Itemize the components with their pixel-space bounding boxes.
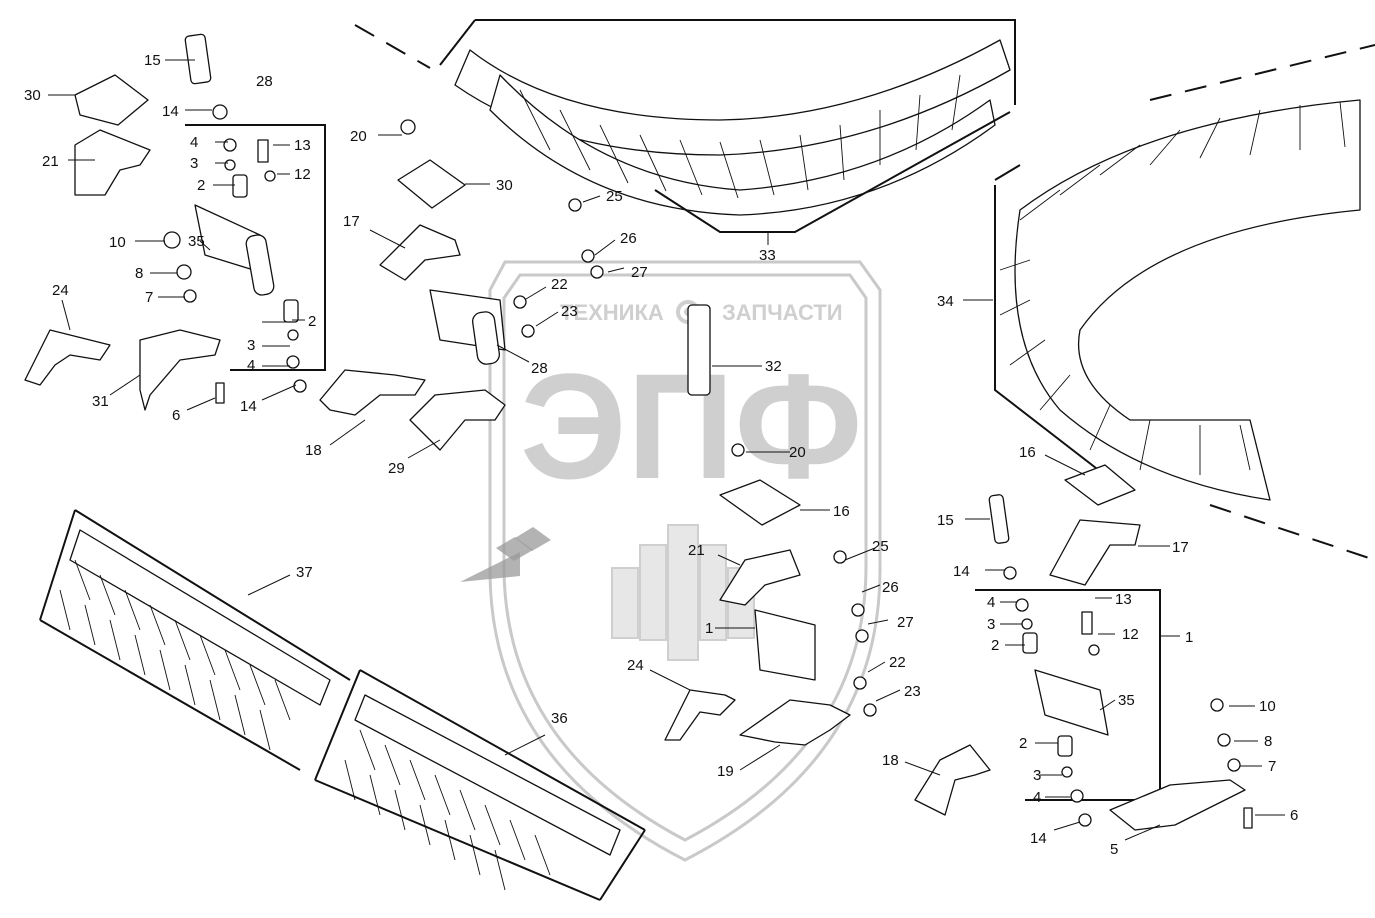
- callout-28: 28: [256, 73, 273, 90]
- direction-arrow: [460, 527, 551, 582]
- callout-17: 17: [343, 213, 360, 230]
- callout-32: 32: [765, 358, 782, 375]
- callout-30-center: 30: [496, 177, 513, 194]
- callout-2-right-lower: 2: [1019, 735, 1027, 752]
- center-left-assembly: [319, 119, 711, 451]
- leader-lines: [48, 59, 1285, 841]
- callout-8-right: 8: [1264, 733, 1272, 750]
- watermark-buildings: [611, 524, 755, 661]
- callout-25-center: 25: [872, 538, 889, 555]
- callout-27: 27: [631, 264, 648, 281]
- callout-36: 36: [551, 710, 568, 727]
- callout-2-right: 2: [991, 637, 999, 654]
- callout-21-center: 21: [688, 542, 705, 559]
- callout-6: 6: [172, 407, 180, 424]
- callout-7-right: 7: [1268, 758, 1276, 775]
- callout-16-center: 16: [833, 503, 850, 520]
- callout-22-center: 22: [889, 654, 906, 671]
- watermark: ТЕХНИКА ЗАПЧАСТИ ЭПФ: [460, 260, 882, 862]
- callout-29: 29: [388, 460, 405, 477]
- callout-labels: 15 30 28 14 4 13 3 12 2 21 20 30 25 26 1…: [24, 52, 1298, 858]
- callout-24-center: 24: [627, 657, 644, 674]
- callout-34: 34: [937, 293, 954, 310]
- callout-23: 23: [561, 303, 578, 320]
- callout-14-right-lower: 14: [1030, 830, 1047, 847]
- callout-30: 30: [24, 87, 41, 104]
- callout-33: 33: [759, 247, 776, 264]
- knife-bar-36: [314, 669, 646, 901]
- callout-3: 3: [190, 155, 198, 172]
- callout-3-right: 3: [987, 616, 995, 633]
- callout-4: 4: [190, 134, 198, 151]
- callout-24: 24: [52, 282, 69, 299]
- callout-8: 8: [135, 265, 143, 282]
- callout-31: 31: [92, 393, 109, 410]
- callout-14-right: 14: [953, 563, 970, 580]
- callout-37: 37: [296, 564, 313, 581]
- callout-20-center: 20: [789, 444, 806, 461]
- callout-35-right: 35: [1118, 692, 1135, 709]
- knife-arc-top: [354, 19, 1016, 245]
- callout-10-right: 10: [1259, 698, 1276, 715]
- left-assembly: [24, 33, 326, 411]
- callout-28-center: 28: [531, 360, 548, 377]
- knife-bar-37: [39, 509, 351, 771]
- callout-7: 7: [145, 289, 153, 306]
- callout-1-center: 1: [705, 620, 713, 637]
- callout-12: 12: [294, 166, 311, 183]
- callout-14: 14: [162, 103, 179, 120]
- callout-3-lower: 3: [247, 337, 255, 354]
- callout-26-center: 26: [882, 579, 899, 596]
- callout-23-center: 23: [904, 683, 921, 700]
- callout-3-right-lower: 3: [1033, 767, 1041, 784]
- callout-6-right: 6: [1290, 807, 1298, 824]
- callout-35: 35: [188, 233, 205, 250]
- callout-15-right: 15: [937, 512, 954, 529]
- callout-5: 5: [1110, 841, 1118, 858]
- callout-4-right: 4: [987, 594, 995, 611]
- watermark-left-word: ТЕХНИКА: [560, 300, 664, 325]
- callout-14-lower: 14: [240, 398, 257, 415]
- callout-21: 21: [42, 153, 59, 170]
- callout-15: 15: [144, 52, 161, 69]
- callout-4-right-lower: 4: [1033, 789, 1041, 806]
- callout-13-right: 13: [1115, 591, 1132, 608]
- callout-18-right: 18: [882, 752, 899, 769]
- callout-2-lower: 2: [308, 313, 316, 330]
- callout-10: 10: [109, 234, 126, 251]
- callout-27-center: 27: [897, 614, 914, 631]
- callout-20: 20: [350, 128, 367, 145]
- callout-1-right: 1: [1185, 629, 1193, 646]
- callout-13: 13: [294, 137, 311, 154]
- knife-arc-right: [963, 44, 1375, 561]
- callout-2: 2: [197, 177, 205, 194]
- callout-12-right: 12: [1122, 626, 1139, 643]
- callout-19: 19: [717, 763, 734, 780]
- callout-25: 25: [606, 188, 623, 205]
- callout-18: 18: [305, 442, 322, 459]
- watermark-right-word: ЗАПЧАСТИ: [722, 300, 843, 325]
- callout-16-right: 16: [1019, 444, 1036, 461]
- callout-22: 22: [551, 276, 568, 293]
- callout-4-lower: 4: [247, 357, 255, 374]
- callout-17-right: 17: [1172, 539, 1189, 556]
- center-bottom-assembly: [664, 443, 877, 746]
- callout-26: 26: [620, 230, 637, 247]
- right-assembly: [914, 464, 1253, 831]
